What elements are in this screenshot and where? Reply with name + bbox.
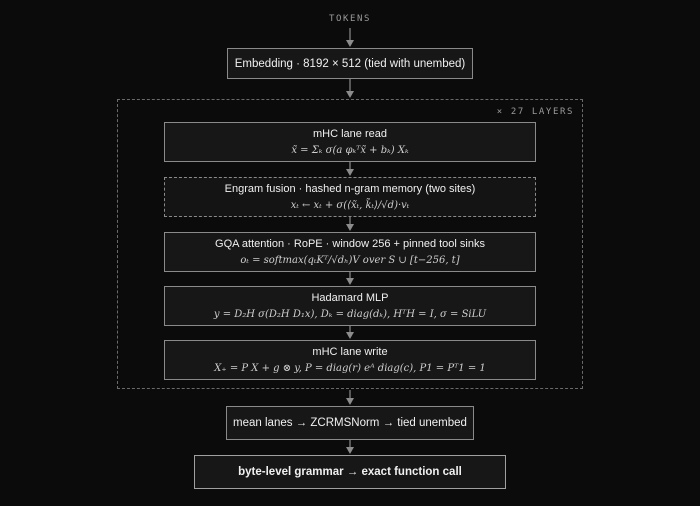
hadamard-mlp-title: Hadamard MLP [311,291,389,304]
hadamard-mlp-formula: y = D₂H σ(D₂H D₁x), Dₖ = diag(dₖ), HᵀH =… [213,308,487,320]
embedding-box: Embedding · 8192 × 512 (tied with unembe… [227,48,473,79]
mhc-lane-read-formula: x̃ = Σₖ σ(a φₖᵀx̃ + bₖ) Xₖ [291,144,409,156]
gqa-attention-box: GQA attention · RoPE · window 256 + pinn… [164,232,536,272]
grammar-box: byte-level grammar → exact function call [194,455,506,489]
tokens-label: TOKENS [328,14,372,24]
arrow-engram-to-attention [346,217,354,231]
engram-fusion-title: Engram fusion · hashed n-gram memory (tw… [224,182,476,195]
arrow-unembed-to-grammar [346,440,354,454]
unembed-title: mean lanes → ZCRMSNorm → tied unembed [233,417,467,429]
hadamard-mlp-box: Hadamard MLP y = D₂H σ(D₂H D₁x), Dₖ = di… [164,286,536,326]
arrow-embedding-to-layers [346,79,354,98]
engram-fusion-box: Engram fusion · hashed n-gram memory (tw… [164,177,536,217]
embedding-title: Embedding · 8192 × 512 (tied with unembe… [234,57,466,70]
gqa-attention-title: GQA attention · RoPE · window 256 + pinn… [215,237,485,250]
mhc-lane-write-title: mHC lane write [312,345,388,358]
arrow-read-to-engram [346,162,354,176]
layers-count-label: × 27 LAYERS [496,107,574,117]
engram-fusion-formula: xₜ ← xₜ + σ(⟨x̃ₜ, k̃ₜ⟩/√d)·vₜ [290,199,410,211]
mhc-lane-read-title: mHC lane read [313,127,387,140]
arrow-attention-to-mlp [346,272,354,285]
layers-group [117,99,583,389]
unembed-box: mean lanes → ZCRMSNorm → tied unembed [226,406,474,440]
mhc-lane-write-formula: X₊ = P X + g ⊗ y, P = diag(r) eᴬ diag(c)… [214,362,486,374]
gqa-attention-formula: oₜ = softmax(qₜKᵀ/√dₕ)V over S ∪ [t−256,… [240,254,460,266]
grammar-title: byte-level grammar → exact function call [238,466,462,478]
arrow-mlp-to-write [346,326,354,339]
mhc-lane-write-box: mHC lane write X₊ = P X + g ⊗ y, P = dia… [164,340,536,380]
arrow-tokens-to-embedding [346,28,354,47]
mhc-lane-read-box: mHC lane read x̃ = Σₖ σ(a φₖᵀx̃ + bₖ) Xₖ [164,122,536,162]
arrow-layers-to-unembed [346,390,354,405]
